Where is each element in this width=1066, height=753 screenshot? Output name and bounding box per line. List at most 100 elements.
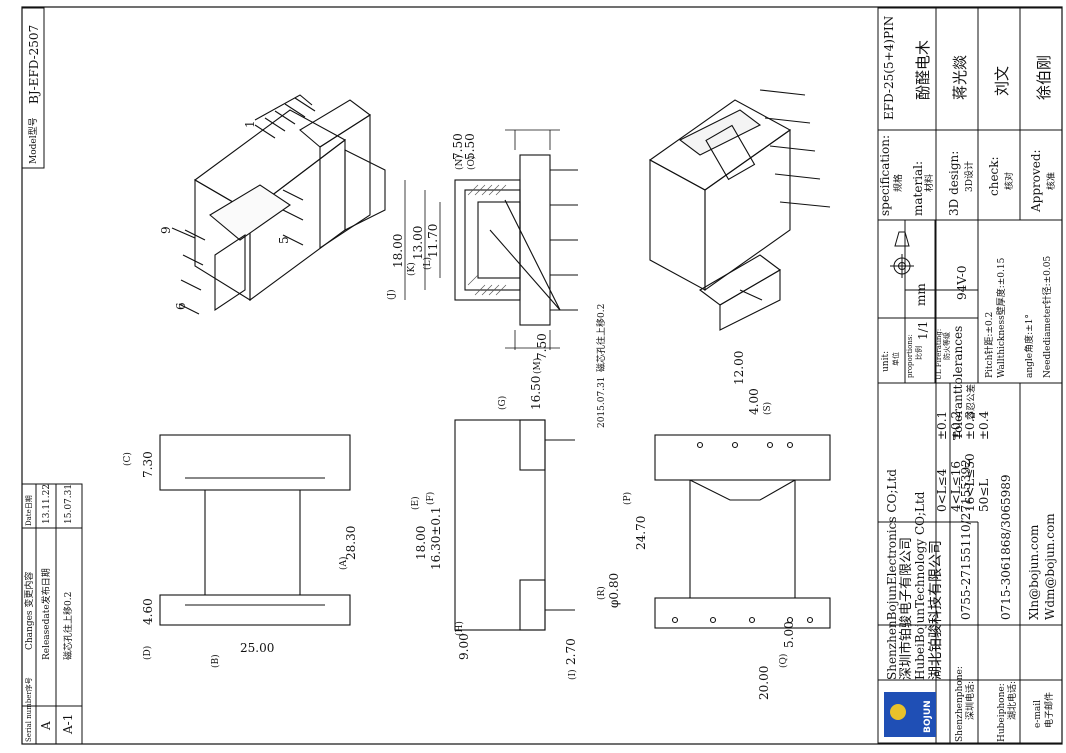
approved-label-cn: 核准 — [1045, 172, 1057, 190]
top-view — [159, 434, 351, 626]
contact-value-2b: Wdm@bojun.com — [1043, 513, 1057, 620]
contact-label-2: e-mail — [1033, 700, 1043, 728]
tolerance-range-0: 0<L≤4 — [935, 468, 949, 512]
contact-label-1: Hubeiphone: — [997, 683, 1007, 742]
tolerance-value-2: ±0.3 — [963, 411, 977, 440]
design-label-cn: 3D设计 — [963, 161, 975, 192]
design-value: 蒋光燚 — [951, 55, 969, 100]
pin-label-1: 1 — [243, 120, 257, 128]
dim-S-letter: (S) — [762, 402, 773, 415]
company-name-en2: HubeiBojunTechnology CO;Ltd — [913, 491, 927, 680]
contact-label-cn-2: 电子邮件 — [1043, 692, 1055, 728]
dim-H-letter: (H) — [454, 621, 465, 636]
revision-table-text: Serial number序号 Changes 变更内容 Date日期 A Re… — [23, 484, 75, 742]
title-block-labels: EFD-25(5+4)PIN specification: 规格 materia… — [878, 16, 1057, 380]
tolerance-title-cn: 容忍公差 — [965, 384, 977, 420]
tolerance-note-1: Wallthickness壁厚度:±0.15 — [995, 257, 1007, 378]
company-name-cn1: 深圳市铂骏电子有限公司 — [898, 537, 914, 680]
revision-table — [21, 483, 83, 745]
revision-header-serial: Serial number序号 — [24, 677, 33, 742]
proportions-label-cn: 比例 — [914, 346, 923, 360]
front-section-view — [454, 154, 578, 326]
dim-R-letter: (R) — [596, 586, 607, 600]
company-block: ShenzhenBojunElectronics CO;Ltd 深圳市铂骏电子有… — [884, 459, 1057, 742]
pin-label-6: 6 — [174, 302, 188, 310]
model-value: BJ-EFD-2507 — [27, 25, 41, 104]
tolerance-value-1: ±0.2 — [949, 411, 963, 440]
dim-B-value: 25.00 — [240, 641, 274, 655]
specification-label: specification: — [878, 135, 892, 216]
title-block — [877, 7, 1063, 744]
dim-I-value: 2.70 — [564, 638, 578, 665]
check-value: 刘文 — [993, 66, 1011, 96]
dim-R-value: φ0.80 — [607, 573, 621, 608]
revision-date-1: 15.07.31 — [64, 484, 74, 524]
unit-label-cn: 单位 — [891, 352, 900, 366]
dim-F-value: 16.30±0.1 — [429, 507, 443, 571]
specification-value: EFD-25(5+4)PIN — [882, 16, 896, 120]
annotation-date: 2015.07.31 — [597, 376, 607, 428]
contact-label-cn-1: 湖北电话: — [1006, 681, 1018, 720]
dim-C-letter: (C) — [122, 452, 133, 466]
isometric-view-left — [171, 94, 386, 315]
fire-value: 94V-0 — [955, 265, 969, 300]
dim-K-value: 13.00 — [411, 226, 425, 260]
proportions-value: 1/1 — [916, 321, 930, 340]
isometric-view-right — [648, 89, 831, 331]
dim-O-value: 5.50 — [463, 133, 477, 160]
dim-F-letter: (F) — [425, 492, 436, 505]
check-label-cn: 核对 — [1003, 172, 1015, 190]
unit-label: unit: — [881, 351, 891, 372]
fire-label-cn: 防火等级 — [942, 332, 951, 360]
tolerance-value-0: ±0.1 — [935, 411, 949, 440]
dim-P-letter: (P) — [622, 492, 633, 505]
dim-S-value: 4.00 — [747, 388, 761, 415]
tolerance-range-3: 50≤L — [977, 479, 991, 512]
dim-U-value: 20.00 — [757, 666, 771, 700]
dim-M-value: 7.50 — [535, 333, 549, 360]
revision-serial-0: A — [39, 721, 53, 731]
pin-label-9: 9 — [159, 226, 173, 234]
dim-L-letter: (L) — [422, 257, 433, 270]
proportions-label: proportions: — [906, 334, 914, 378]
dim-E-value: 18.00 — [414, 526, 428, 560]
dim-M-letter: (M) — [532, 358, 543, 374]
tolerance-note-0: Pitch针距:±0.2 — [983, 312, 995, 378]
dim-D-letter: (D) — [142, 646, 153, 660]
tolerance-title: Toleranttolerances — [951, 326, 965, 440]
dim-K-letter: (K) — [406, 262, 417, 276]
revision-header-change: Changes 变更内容 — [23, 572, 35, 650]
dim-I-letter: (I) — [567, 669, 578, 680]
contact-value-2a: Xln@bojun.com — [1027, 524, 1041, 620]
annotation-text: 磁芯孔往上移0.2 — [595, 304, 607, 372]
fire-label: UL Firerating: — [935, 329, 943, 380]
front-dim-lines — [404, 129, 560, 350]
pin-label-5: 5 — [277, 236, 291, 244]
design-label: 3D design: — [947, 151, 961, 216]
bojun-logo-text: BOJUN — [923, 700, 933, 733]
material-value: 酚醛电木 — [914, 40, 932, 100]
dim-J-letter: (J) — [386, 289, 397, 300]
dim-A-value: 28.30 — [344, 526, 358, 560]
contact-value-0: 0755-27155110/27155392 — [959, 459, 973, 620]
approved-label: Approved: — [1029, 149, 1043, 213]
dim-L-value: 11.70 — [426, 224, 440, 258]
contact-label-0: Shenzhenphone: — [955, 666, 965, 742]
specification-label-cn: 规格 — [892, 174, 904, 192]
dim-C-value: 7.30 — [141, 451, 155, 478]
dim-O-letter: (O) — [466, 156, 477, 170]
unit-value: mm — [914, 283, 928, 306]
revision-serial-1: A-1 — [61, 714, 75, 735]
contact-value-1: 0715-3061868/3065989 — [999, 474, 1013, 620]
bottom-view — [654, 434, 831, 629]
dim-J-value: 18.00 — [391, 234, 405, 268]
model-box: Model型号 BJ-EFD-2507 — [21, 7, 45, 169]
tolerance-range-2: 16<L≤50 — [963, 453, 977, 512]
dim-B-letter: (B) — [210, 654, 221, 668]
revision-change-1: 磁芯孔往上移0.2 — [62, 592, 74, 660]
dim-N-value: 7.50 — [451, 133, 465, 160]
check-label: check: — [987, 156, 1001, 196]
side-view — [454, 419, 575, 631]
dim-T-value: 12.00 — [732, 351, 746, 385]
